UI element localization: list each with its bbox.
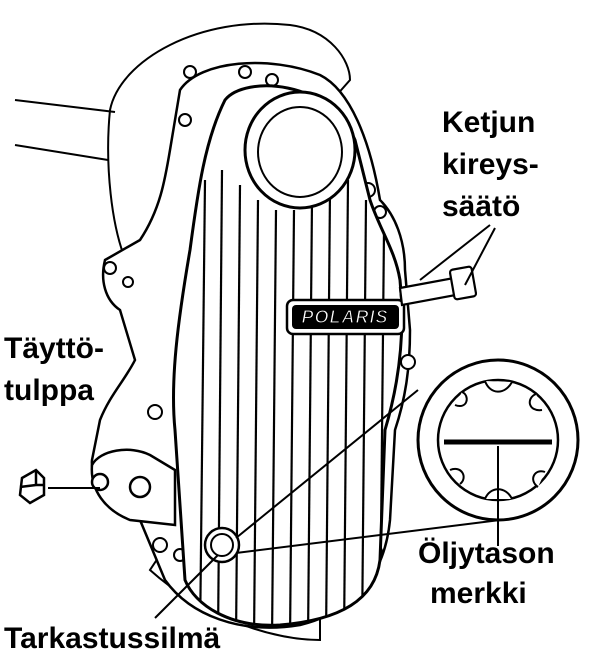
label-fill-plug-line2: tulppa <box>4 374 94 407</box>
polaris-logo: POLARIS <box>285 298 406 336</box>
label-oil-level-line2: merkki <box>430 577 527 610</box>
chaincase-cover <box>171 84 404 627</box>
drive-shaft <box>14 99 116 161</box>
label-chain-adjuster-line1: Ketjun <box>442 106 535 139</box>
label-chain-adjuster-line3: säätö <box>442 190 520 223</box>
label-oil-level-line1: Öljytason <box>418 537 555 570</box>
label-sight-glass: Tarkastussilmä <box>4 622 221 655</box>
leader-lines <box>48 224 501 619</box>
sight-glass <box>203 526 241 564</box>
cover-ribs <box>198 169 386 626</box>
fill-plug <box>18 468 46 505</box>
logo-text: POLARIS <box>301 307 388 327</box>
label-chain-adjuster-line2: kireys- <box>442 148 539 181</box>
lower-mount-bracket <box>90 448 177 527</box>
oil-level-magnifier <box>416 358 580 522</box>
label-fill-plug-line1: Täyttö- <box>4 332 104 365</box>
chain-adjuster-bolt <box>398 265 478 307</box>
